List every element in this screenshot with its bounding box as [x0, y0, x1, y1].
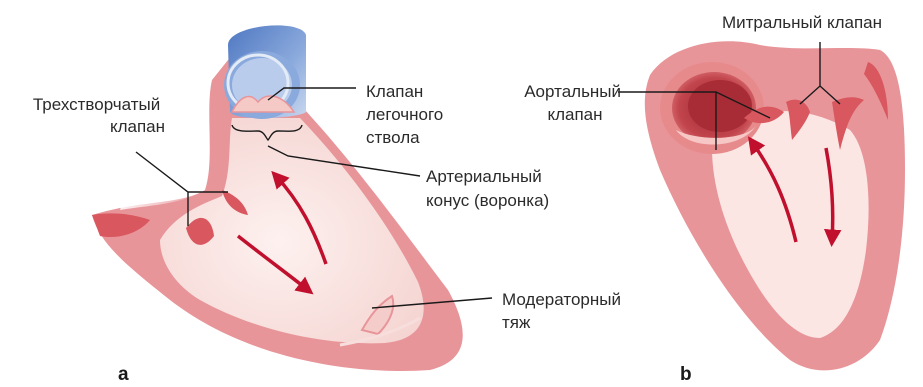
- panel-b-letter: b: [680, 364, 692, 385]
- aortic-valve-label: Аортальный клапан: [524, 82, 626, 124]
- pulmonary-valve-label: Клапан легочного ствола: [366, 82, 448, 147]
- arterial-cone-label: Артериальный конус (воронка): [426, 167, 549, 210]
- mitral-valve-label: Митральный клапан: [722, 13, 882, 32]
- moderator-band-label: Модераторный тяж: [502, 290, 626, 332]
- panel-b-left-ventricle: Митральный клапан Аортальный клапан b: [524, 13, 905, 385]
- tricuspid-valve-label: Трехстворчатый клапан: [33, 95, 165, 136]
- panel-a-letter: a: [118, 364, 129, 385]
- panel-a-right-ventricle: Трехстворчатый клапан Клапан легочного с…: [33, 25, 626, 385]
